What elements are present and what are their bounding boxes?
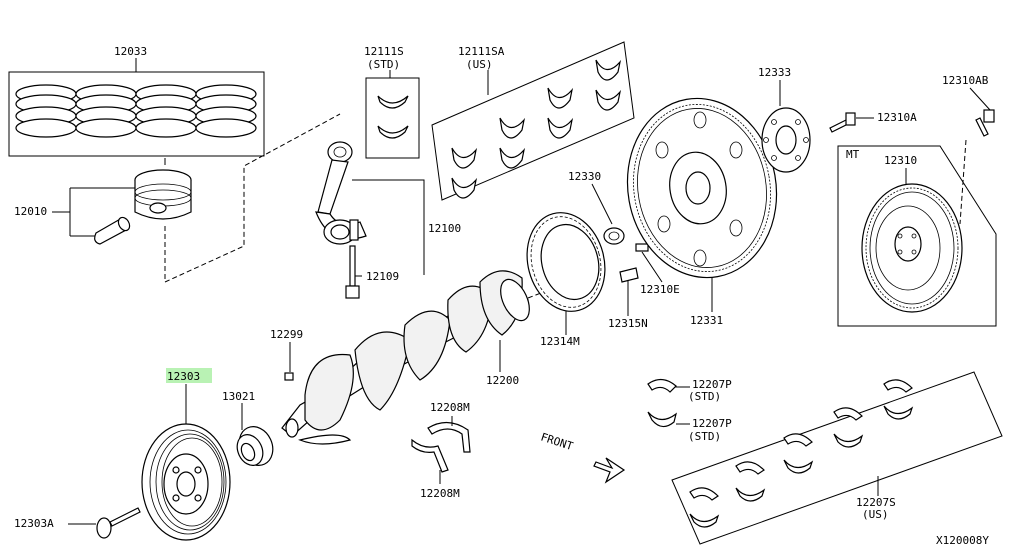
ring-set-2 xyxy=(75,84,137,138)
label-13021[interactable]: 13021 xyxy=(222,390,255,403)
crankshaft-sprocket[interactable]: 13021 xyxy=(222,390,279,471)
label-front: FRONT xyxy=(539,430,575,453)
con-rod-bearing-us[interactable]: 12111SA (US) xyxy=(431,41,635,201)
connecting-rod[interactable]: 12100 12109 xyxy=(315,141,461,299)
label-12100[interactable]: 12100 xyxy=(428,222,461,235)
label-12303a[interactable]: 12303A xyxy=(14,517,54,530)
drive-plate[interactable]: 12331 xyxy=(613,87,790,327)
crankshaft[interactable]: 12200 12299 xyxy=(270,269,601,445)
crankshaft-pulley[interactable]: 12303 xyxy=(141,368,231,541)
pilot-bushing[interactable]: 12330 xyxy=(568,170,625,245)
pulley-bolt[interactable]: 12303A xyxy=(14,507,141,539)
label-12207s[interactable]: 12207S xyxy=(856,496,896,509)
main-bearing-std-lower[interactable]: 12207P (STD) xyxy=(647,411,732,443)
ring-set-4 xyxy=(195,84,257,138)
label-12208m-bottom[interactable]: 12208M xyxy=(420,487,460,500)
label-12310e[interactable]: 12310E xyxy=(640,283,680,296)
label-std-2: (STD) xyxy=(688,390,721,403)
label-12299[interactable]: 12299 xyxy=(270,328,303,341)
piston-ring-set[interactable]: 12033 xyxy=(8,45,265,157)
signal-plate[interactable]: 12314M xyxy=(516,204,615,348)
ring-set-3 xyxy=(135,84,197,138)
flywheel-bolt[interactable]: 12315N xyxy=(608,267,648,330)
flywheel-mt[interactable]: MT 12310 xyxy=(837,145,997,327)
label-12310a[interactable]: 12310A xyxy=(877,111,917,124)
front-indicator: FRONT xyxy=(539,430,626,484)
label-12111s[interactable]: 12111S xyxy=(364,45,404,58)
label-12208m-top[interactable]: 12208M xyxy=(430,401,470,414)
label-12303[interactable]: 12303 xyxy=(167,370,200,383)
label-12310[interactable]: 12310 xyxy=(884,154,917,167)
label-12033[interactable]: 12033 xyxy=(114,45,147,58)
con-rod-bearing-std[interactable]: 12111S (STD) xyxy=(364,45,420,159)
label-std-3: (STD) xyxy=(688,430,721,443)
label-12207p-a[interactable]: 12207P xyxy=(692,378,732,391)
label-12010[interactable]: 12010 xyxy=(14,205,47,218)
label-12310ab[interactable]: 12310AB xyxy=(942,74,989,87)
label-std-1: (STD) xyxy=(367,58,400,71)
reinforcement-plate[interactable]: 12333 xyxy=(758,66,811,173)
label-12333[interactable]: 12333 xyxy=(758,66,791,79)
flywheel-bolt-mt[interactable]: 12310AB xyxy=(942,74,995,225)
ring-set-1 xyxy=(15,84,77,138)
label-12207p-b[interactable]: 12207P xyxy=(692,417,732,430)
drive-plate-bolt[interactable]: 12310A xyxy=(829,111,917,133)
label-12330[interactable]: 12330 xyxy=(568,170,601,183)
label-12200[interactable]: 12200 xyxy=(486,374,519,387)
label-12315n[interactable]: 12315N xyxy=(608,317,648,330)
main-bearing-us[interactable]: 12207S (US) xyxy=(671,371,1003,545)
piston-with-pin[interactable]: 12010 xyxy=(14,113,341,283)
main-bearing-std-upper[interactable]: 12207P (STD) xyxy=(647,378,732,403)
label-12109[interactable]: 12109 xyxy=(366,270,399,283)
diagram-code: X120008Y xyxy=(936,534,989,547)
label-12111sa[interactable]: 12111SA xyxy=(458,45,505,58)
label-mt: MT xyxy=(846,148,860,161)
label-us-2: (US) xyxy=(862,508,889,521)
highlight-12303 xyxy=(166,368,212,383)
thrust-washer[interactable]: 12208M 12208M xyxy=(411,401,471,500)
label-us-1: (US) xyxy=(466,58,493,71)
label-12331[interactable]: 12331 xyxy=(690,314,723,327)
label-12314m[interactable]: 12314M xyxy=(540,335,580,348)
dowel-pin[interactable]: 12310E xyxy=(635,243,680,296)
